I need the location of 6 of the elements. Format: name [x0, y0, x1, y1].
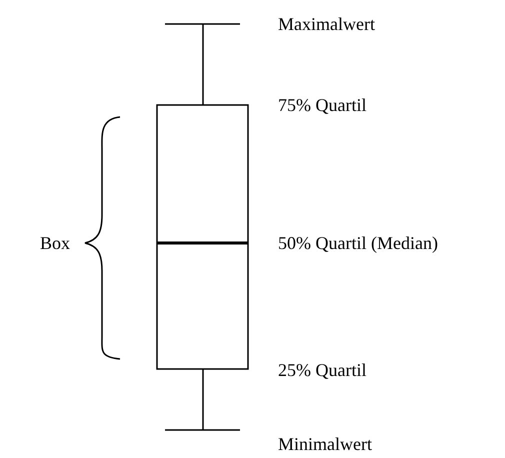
label-text: Box [40, 233, 70, 253]
label-text: 50% Quartil (Median) [278, 233, 438, 253]
label-text: Minimalwert [278, 434, 372, 454]
label-text: 75% Quartil [278, 95, 366, 115]
label-text: 25% Quartil [278, 360, 366, 380]
label-text: Maximalwert [278, 14, 375, 34]
